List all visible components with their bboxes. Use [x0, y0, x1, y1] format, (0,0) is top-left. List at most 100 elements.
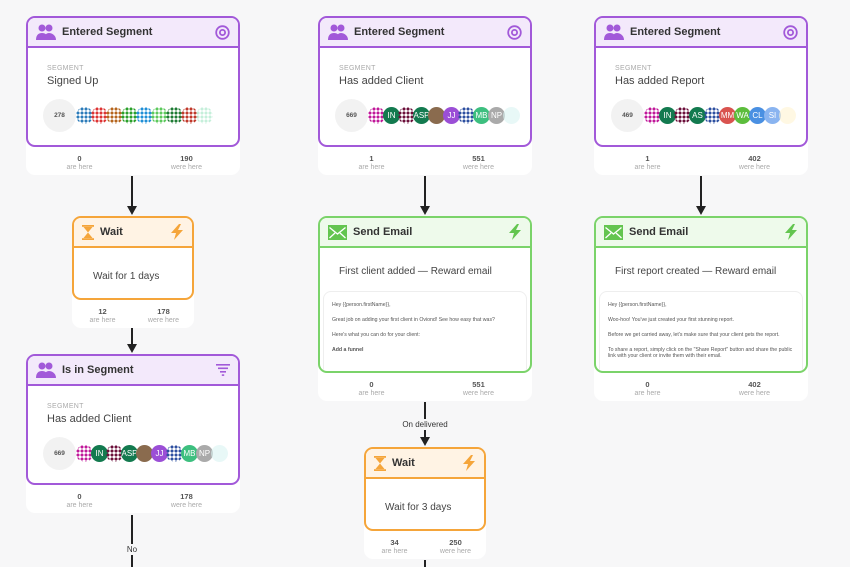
filter-icon[interactable]	[216, 364, 230, 376]
connector-line	[131, 515, 133, 567]
arrowhead-icon	[127, 344, 137, 353]
connector-line	[424, 560, 426, 567]
avatar	[136, 445, 153, 462]
are-here-label: are here	[634, 164, 661, 171]
avatar: MB	[181, 445, 198, 462]
avatar: IN	[659, 107, 676, 124]
card-body: Wait for 1 days	[74, 271, 192, 282]
segment-label: SEGMENT	[615, 65, 652, 72]
avatar	[166, 445, 183, 462]
lightning-icon[interactable]	[170, 224, 184, 240]
target-icon[interactable]	[783, 24, 798, 40]
avatar	[503, 107, 520, 124]
wait-duration: Wait for 1 days	[93, 271, 160, 282]
avatar	[136, 107, 153, 124]
email-subject: First client added — Reward email	[339, 266, 492, 277]
card-header: Entered Segment	[28, 18, 238, 48]
segment-label: SEGMENT	[47, 403, 84, 410]
are-here-count: 12	[98, 307, 107, 316]
avatar: ASP	[121, 445, 138, 462]
are-here-count: 0	[645, 380, 650, 389]
are-here-label: are here	[381, 548, 408, 555]
hourglass-icon	[82, 224, 94, 240]
target-icon[interactable]	[507, 24, 522, 40]
lightning-icon[interactable]	[508, 224, 522, 240]
are-here-count: 0	[77, 492, 82, 501]
segment-name: Signed Up	[47, 75, 99, 87]
email-preview-line: Great job on adding your first client in…	[332, 317, 495, 323]
avatar-stack[interactable]: 278	[43, 99, 219, 132]
are-here-label: are here	[358, 390, 385, 397]
users-icon	[328, 24, 348, 40]
email-preview-line: Hey {{person.firstName}},	[332, 302, 391, 308]
were-here-count: 551	[472, 380, 485, 389]
were-here-label: were here	[462, 390, 495, 397]
segment-count-badge: 469	[611, 99, 644, 132]
card-title: Send Email	[353, 226, 413, 238]
card-header: Is in Segment	[28, 356, 238, 386]
segment-count-badge: 278	[43, 99, 76, 132]
segment-name: Has added Client	[47, 413, 132, 425]
avatar	[211, 445, 228, 462]
target-icon[interactable]	[215, 24, 230, 40]
are-here-count: 1	[645, 154, 650, 163]
email-preview: Hey {{person.firstName}},Woo-hoo! You've…	[599, 291, 803, 371]
arrowhead-icon	[420, 206, 430, 215]
wait-duration: Wait for 3 days	[385, 502, 452, 513]
are-here-label: are here	[89, 317, 116, 324]
email-preview-line: Woo-hoo! You've just created your first …	[608, 317, 735, 323]
avatar: SI	[764, 107, 781, 124]
are-here-count: 34	[390, 538, 399, 547]
users-icon	[36, 24, 56, 40]
are-here-label: are here	[358, 164, 385, 171]
are-here-label: are here	[66, 502, 93, 509]
lightning-icon[interactable]	[462, 455, 476, 471]
were-here-label: were here	[170, 502, 203, 509]
avatar	[151, 107, 168, 124]
connector-line	[131, 176, 133, 207]
avatar	[121, 107, 138, 124]
were-here-count: 551	[472, 154, 485, 163]
avatar	[91, 107, 108, 124]
arrowhead-icon	[127, 206, 137, 215]
avatar: IN	[383, 107, 400, 124]
avatar	[644, 107, 661, 124]
arrowhead-icon	[696, 206, 706, 215]
avatar: JJ	[151, 445, 168, 462]
avatar: NP	[488, 107, 505, 124]
lightning-icon[interactable]	[784, 224, 798, 240]
card-body: Wait for 3 days	[366, 502, 484, 513]
segment-name: Has added Report	[615, 75, 705, 87]
envelope-icon	[604, 224, 623, 240]
